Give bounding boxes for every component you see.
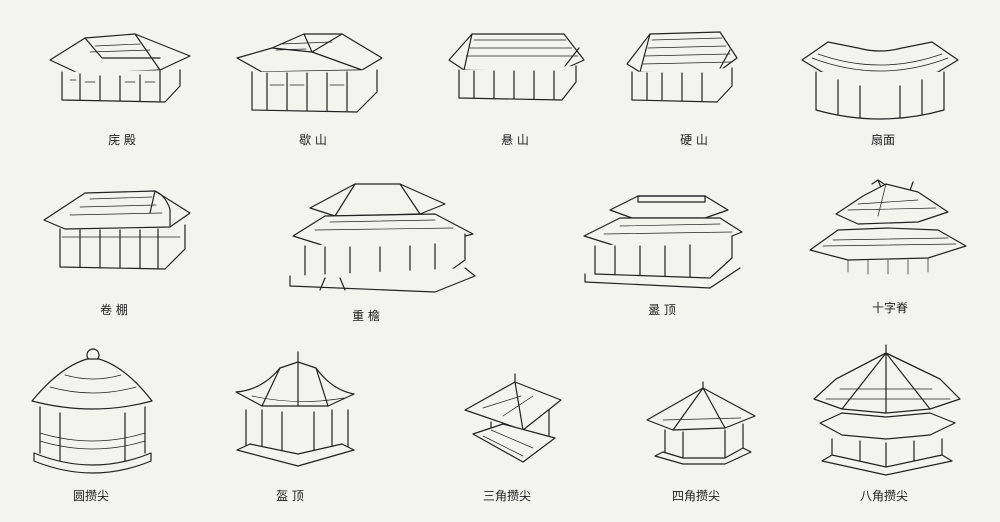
caption-chongyan: 重 檐	[352, 309, 380, 323]
sijiao-cuanjian-roof-illustration	[646, 381, 756, 465]
sanjiao-cuanjian-roof-illustration	[464, 373, 562, 463]
caption-bajiao-cuanjian: 八角攒尖	[859, 489, 909, 503]
caption-kuiding: 盔 顶	[276, 489, 304, 503]
kuiding-roof-illustration	[235, 351, 355, 467]
xieshan-roof-illustration	[236, 33, 383, 113]
bajiao-cuanjian-roof-illustration	[813, 344, 961, 476]
caption-luding: 盝 顶	[648, 303, 676, 317]
caption-shanmian: 扇面	[870, 133, 896, 147]
caption-sanjiao-cuanjian: 三角攒尖	[482, 489, 532, 503]
caption-sijiao-cuanjian: 四角攒尖	[671, 489, 721, 503]
luding-roof-illustration	[583, 195, 743, 289]
yingshan-roof-illustration	[626, 31, 738, 103]
caption-xieshan: 歇 山	[299, 133, 327, 147]
caption-juanpeng: 卷 棚	[100, 303, 128, 317]
caption-shizi-ji: 十字脊	[871, 301, 909, 315]
caption-yuan-cuanjian: 圆攒尖	[72, 489, 110, 503]
caption-xuanshan: 悬 山	[501, 133, 529, 147]
xuanshan-roof-illustration	[448, 33, 585, 101]
yuan-cuanjian-roof-illustration	[31, 348, 153, 474]
caption-wudian: 庑 殿	[108, 133, 136, 147]
caption-yingshan: 硬 山	[680, 133, 708, 147]
chongyan-roof-illustration	[289, 183, 476, 293]
shanmian-roof-illustration	[801, 41, 959, 120]
juanpeng-roof-illustration	[43, 190, 191, 270]
shizi-ji-roof-illustration	[809, 179, 967, 275]
wudian-roof-illustration	[49, 33, 191, 103]
